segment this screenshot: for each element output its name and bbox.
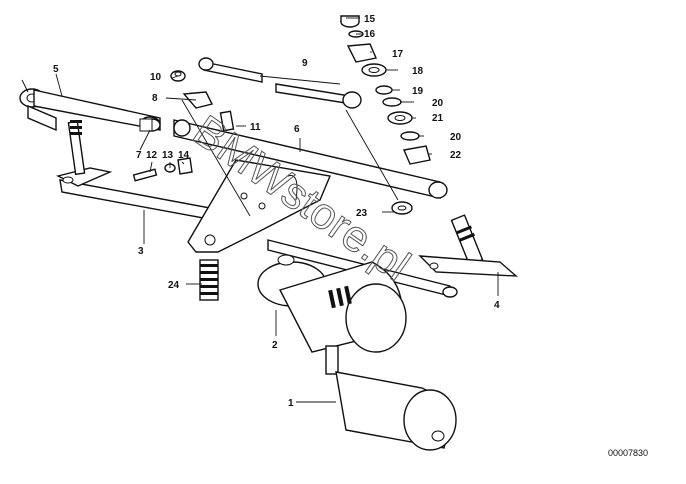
part-15-cap-nut	[340, 15, 360, 28]
callout-11: 11	[250, 122, 261, 133]
part-19-ring	[375, 85, 393, 95]
callout-3: 3	[138, 246, 144, 257]
callout-16: 16	[364, 29, 376, 40]
callout-1: 1	[288, 398, 294, 409]
leader-lines	[55, 17, 499, 403]
part-7-bushing	[139, 118, 161, 132]
part-5-linkage-left	[19, 79, 161, 132]
callout-2: 2	[272, 340, 278, 351]
callout-15: 15	[364, 14, 376, 25]
part-20-washer-lower	[400, 131, 420, 141]
part-20-washer-upper	[382, 97, 402, 107]
callout-9: 9	[302, 58, 308, 69]
part-6-frame-bar	[173, 119, 448, 199]
part-11-bolt	[219, 110, 235, 132]
callout-4: 4	[494, 300, 500, 311]
part-18-bushing	[361, 63, 387, 77]
document-number: 00007830	[608, 448, 648, 458]
part-23-grommet	[391, 201, 413, 215]
part-21-grommet	[387, 111, 413, 125]
callout-22: 22	[450, 150, 462, 161]
callout-13: 13	[162, 150, 174, 161]
part-9-link-rod	[198, 57, 362, 109]
callout-7: 7	[136, 150, 142, 161]
part-24-spring	[199, 259, 219, 301]
callout-12: 12	[146, 150, 158, 161]
part-12-screw	[132, 168, 158, 182]
callout-18: 18	[412, 66, 424, 77]
part-1-wiper-motor	[325, 345, 457, 451]
callout-10: 10	[150, 72, 162, 83]
callout-5: 5	[53, 64, 59, 75]
callout-20a: 20	[432, 98, 444, 109]
callout-19: 19	[412, 86, 424, 97]
motor-housing-upper	[278, 261, 407, 353]
callout-17: 17	[392, 49, 404, 60]
callout-23: 23	[356, 208, 368, 219]
callout-21: 21	[432, 113, 444, 124]
callout-20b: 20	[450, 132, 462, 143]
mounting-plate	[187, 159, 331, 253]
part-17-nut	[346, 43, 377, 63]
callout-6: 6	[294, 124, 300, 135]
part-3-drive-rod	[55, 120, 216, 221]
part-14-clip	[177, 157, 193, 175]
callout-8: 8	[152, 93, 158, 104]
part-22-nut	[403, 145, 431, 165]
callout-24: 24	[168, 280, 180, 291]
callout-labels: 5 7 10 8 11 9 6 12 13 14 15 16 17 18 19 …	[53, 14, 500, 409]
part-4-pivot-right	[418, 214, 518, 277]
part-8-clip	[182, 91, 214, 109]
callout-14: 14	[178, 150, 190, 161]
